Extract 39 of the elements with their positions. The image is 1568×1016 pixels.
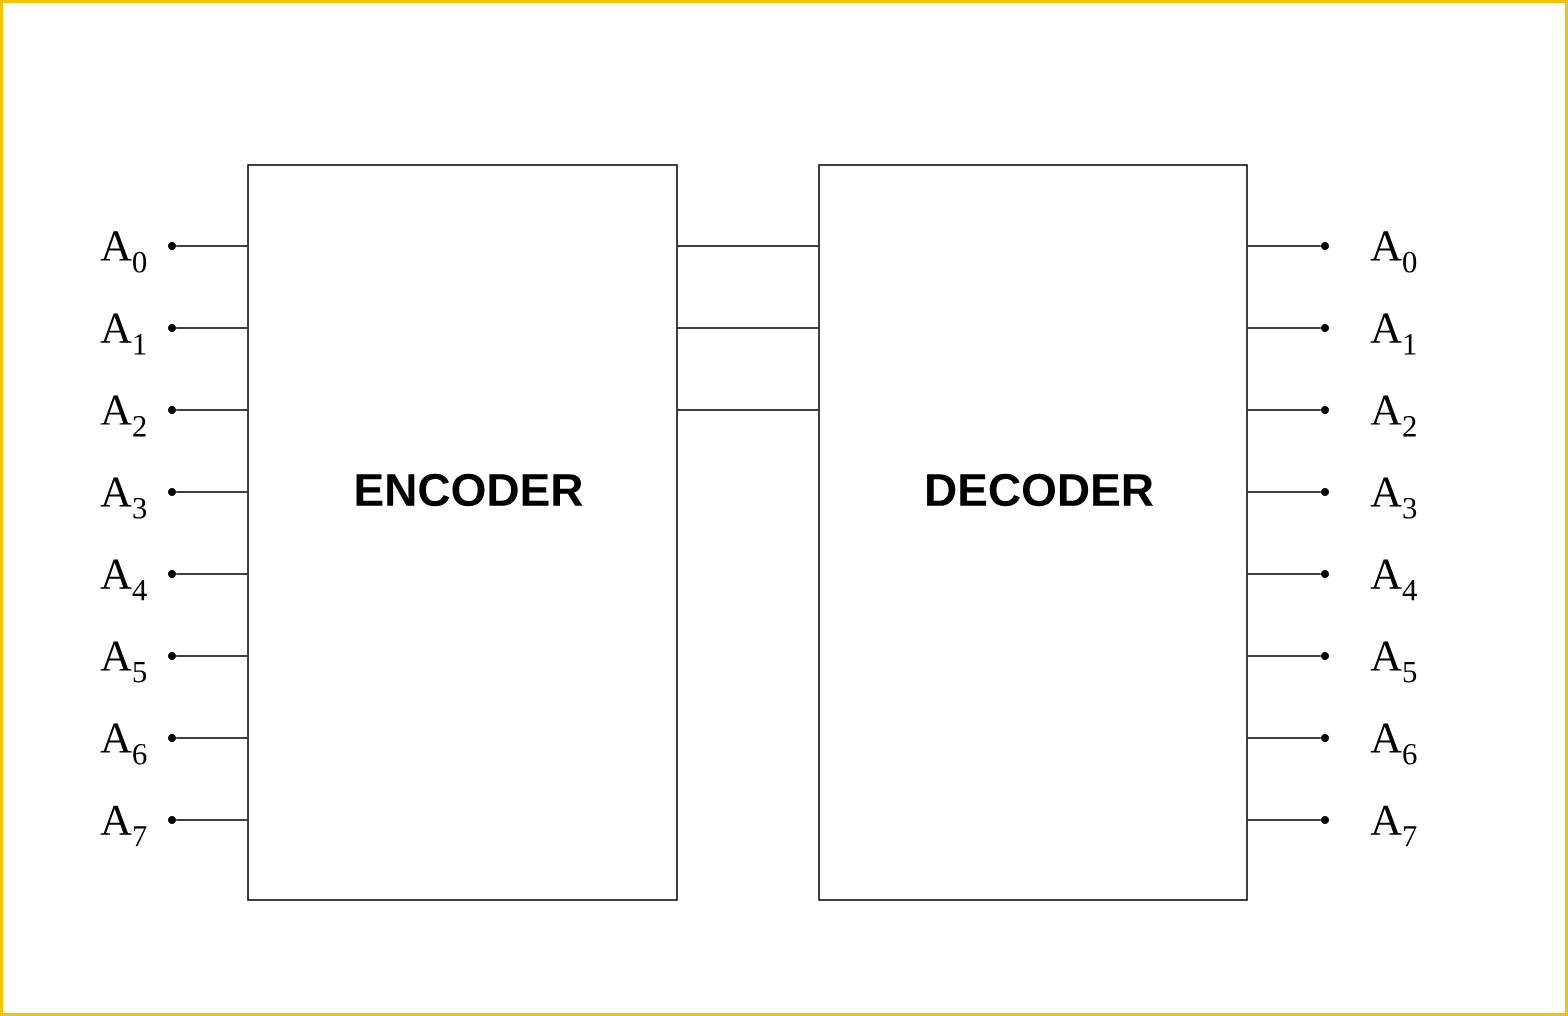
signal-label: A$_{3}$ <box>100 477 147 519</box>
pin-line <box>175 327 248 329</box>
pin-line <box>175 491 248 493</box>
signal-label: A$_{6}$ <box>100 723 147 765</box>
pin-line <box>1247 573 1322 575</box>
pin-line <box>175 245 248 247</box>
signal-label: A$_{7}$ <box>100 805 147 847</box>
block-title: DECODER <box>927 473 1154 507</box>
pin-line <box>175 737 248 739</box>
wire <box>677 245 819 247</box>
signal-label: A$_{1}$ <box>100 313 146 355</box>
pin-line <box>1247 819 1322 821</box>
pin-line <box>175 655 248 657</box>
signal-label: A$_{5}$ <box>100 641 147 683</box>
signal-label: A$_{5}$ <box>1370 641 1417 683</box>
pin-line <box>175 409 248 411</box>
pin-line <box>1247 409 1322 411</box>
block-box <box>818 164 1248 901</box>
block-title: ENCODER <box>356 473 583 507</box>
pin-line <box>175 573 248 575</box>
signal-label: A$_{6}$ <box>1370 723 1417 765</box>
signal-label: A$_{7}$ <box>1370 805 1417 847</box>
signal-label: A$_{2}$ <box>1370 395 1416 437</box>
wire <box>677 327 819 329</box>
pin-line <box>1247 245 1322 247</box>
pin-line <box>1247 655 1322 657</box>
pin-line <box>1247 327 1322 329</box>
signal-label: A$_{4}$ <box>100 559 147 601</box>
pin-line <box>175 819 248 821</box>
signal-label: A$_{0}$ <box>100 231 147 273</box>
signal-label: A$_{2}$ <box>100 395 146 437</box>
pin-line <box>1247 737 1322 739</box>
signal-label: A$_{1}$ <box>1370 313 1416 355</box>
pin-line <box>1247 491 1322 493</box>
block-box <box>247 164 678 901</box>
signal-label: A$_{4}$ <box>1370 559 1417 601</box>
signal-label: A$_{3}$ <box>1370 477 1417 519</box>
wire <box>677 409 819 411</box>
signal-label: A$_{0}$ <box>1370 231 1417 273</box>
